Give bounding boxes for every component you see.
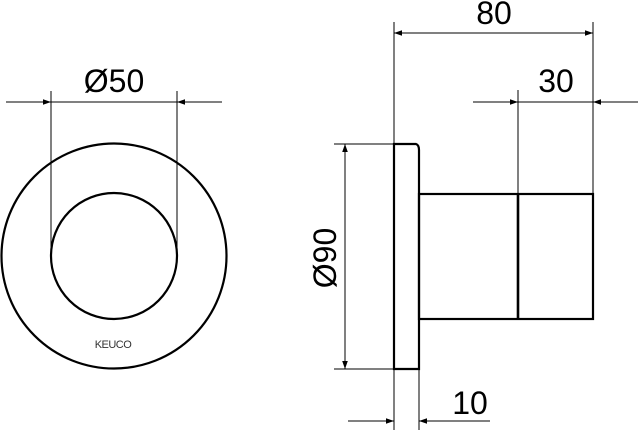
brand-logo: KEUCO xyxy=(95,339,133,351)
side-view: 80 30 Ø90 10 xyxy=(307,0,638,430)
handle-length-label: 30 xyxy=(538,63,574,99)
overall-depth-label: 80 xyxy=(476,0,512,31)
inner-diameter-label: Ø50 xyxy=(84,63,144,99)
rosette-outer-circle xyxy=(0,142,228,370)
rosette-flange xyxy=(392,142,421,371)
front-view: Ø50 KEUCO xyxy=(0,63,228,370)
flange-thickness-label: 10 xyxy=(452,385,488,421)
rosette-diameter-label: Ø90 xyxy=(307,228,343,288)
handle-body xyxy=(417,192,595,321)
handle-inner-circle xyxy=(49,191,179,321)
